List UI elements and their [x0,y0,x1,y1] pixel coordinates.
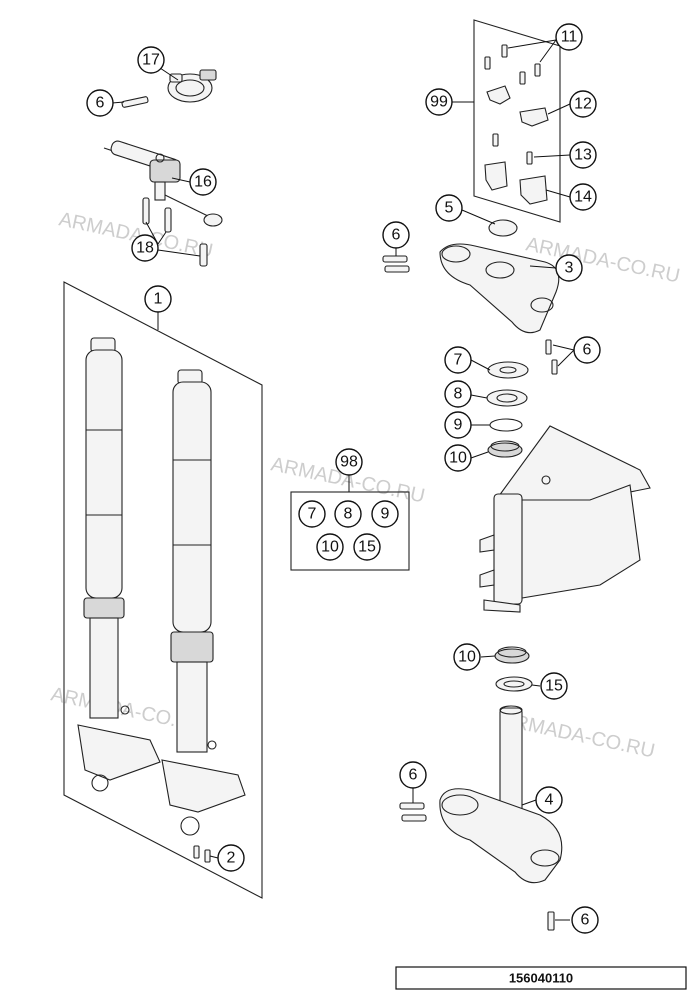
callout-98: 98 [335,448,363,476]
callout-2: 2 [217,844,245,872]
screws-6-upper-right [545,339,558,375]
callout-7: 7 [444,346,472,374]
svg-text:5: 5 [445,200,454,217]
callout-1: 1 [144,285,172,313]
svg-text:14: 14 [574,189,592,206]
bolts-18 [142,197,208,267]
svg-text:7: 7 [308,506,317,523]
svg-text:4: 4 [545,792,554,809]
svg-text:10: 10 [321,539,339,556]
fork-leg-left [77,337,161,792]
cap-5 [488,219,518,237]
svg-text:11: 11 [561,29,578,46]
steering-damper [103,140,223,227]
callout-9-kit: 9 [371,500,399,528]
svg-text:18: 18 [136,240,154,257]
svg-text:1: 1 [154,291,163,308]
svg-text:6: 6 [392,227,401,244]
fork-leg-right [161,369,246,836]
svg-text:3: 3 [565,260,574,277]
callout-16: 16 [189,168,217,196]
callout-15-kit: 15 [353,533,381,561]
kit-99-parts [484,44,549,205]
screws-6-lower-left [399,802,427,822]
steering-damper-clamp [167,69,217,103]
lower-triple-clamp [439,705,563,884]
frame-section [479,425,651,613]
callout-13: 13 [569,141,597,169]
document-number: 156040110 [395,966,687,990]
screws-2 [193,845,211,863]
callout-5: 5 [435,194,463,222]
svg-text:16: 16 [194,174,212,191]
svg-text:6: 6 [581,912,590,929]
kit-99-frame [473,19,561,223]
svg-text:9: 9 [381,506,390,523]
callout-15: 15 [540,672,568,700]
callout-14: 14 [569,183,597,211]
callout-10-lower: 10 [453,643,481,671]
svg-text:15: 15 [358,539,376,556]
svg-text:156040110: 156040110 [509,971,573,986]
callout-3: 3 [555,254,583,282]
svg-text:10: 10 [458,649,476,666]
callout-7-kit: 7 [298,500,326,528]
svg-text:98: 98 [340,454,358,471]
svg-text:13: 13 [574,147,592,164]
svg-text:7: 7 [454,352,463,369]
callout-11: 11 [555,23,583,51]
callout-12: 12 [569,90,597,118]
screw-6-lower-right [547,911,555,931]
svg-text:8: 8 [454,386,463,403]
screw-6-top-left [121,96,149,108]
callout-18: 18 [131,234,159,262]
svg-text:6: 6 [96,95,105,112]
callout-8: 8 [444,380,472,408]
svg-text:99: 99 [430,94,448,111]
svg-text:12: 12 [574,96,592,113]
svg-text:2: 2 [227,850,236,867]
svg-text:9: 9 [454,417,463,434]
callout-8-kit: 8 [334,500,362,528]
callout-99: 99 [425,88,453,116]
svg-text:6: 6 [409,767,418,784]
callout-10-upper: 10 [444,444,472,472]
svg-text:6: 6 [583,342,592,359]
callout-9: 9 [444,411,472,439]
kit-98-box [290,491,410,571]
fork-assembly-frame [63,281,263,899]
callout-6-top-left: 6 [86,89,114,117]
callout-6-lower-left: 6 [399,761,427,789]
svg-text:17: 17 [142,52,160,69]
watermark-5: ARMADA-CO.RU [499,708,657,762]
callout-6-upper-left: 6 [382,221,410,249]
svg-text:8: 8 [344,506,353,523]
bearing-stack-lower [494,646,533,692]
callout-17: 17 [137,46,165,74]
svg-text:15: 15 [545,678,563,695]
callout-10-kit: 10 [316,533,344,561]
screws-6-upper-left [382,255,410,273]
bearing-stack-upper [486,361,529,458]
svg-text:10: 10 [449,450,467,467]
upper-triple-clamp [439,243,560,334]
callout-6-upper-right: 6 [573,336,601,364]
callout-4: 4 [535,786,563,814]
callout-6-lower-right: 6 [571,906,599,934]
